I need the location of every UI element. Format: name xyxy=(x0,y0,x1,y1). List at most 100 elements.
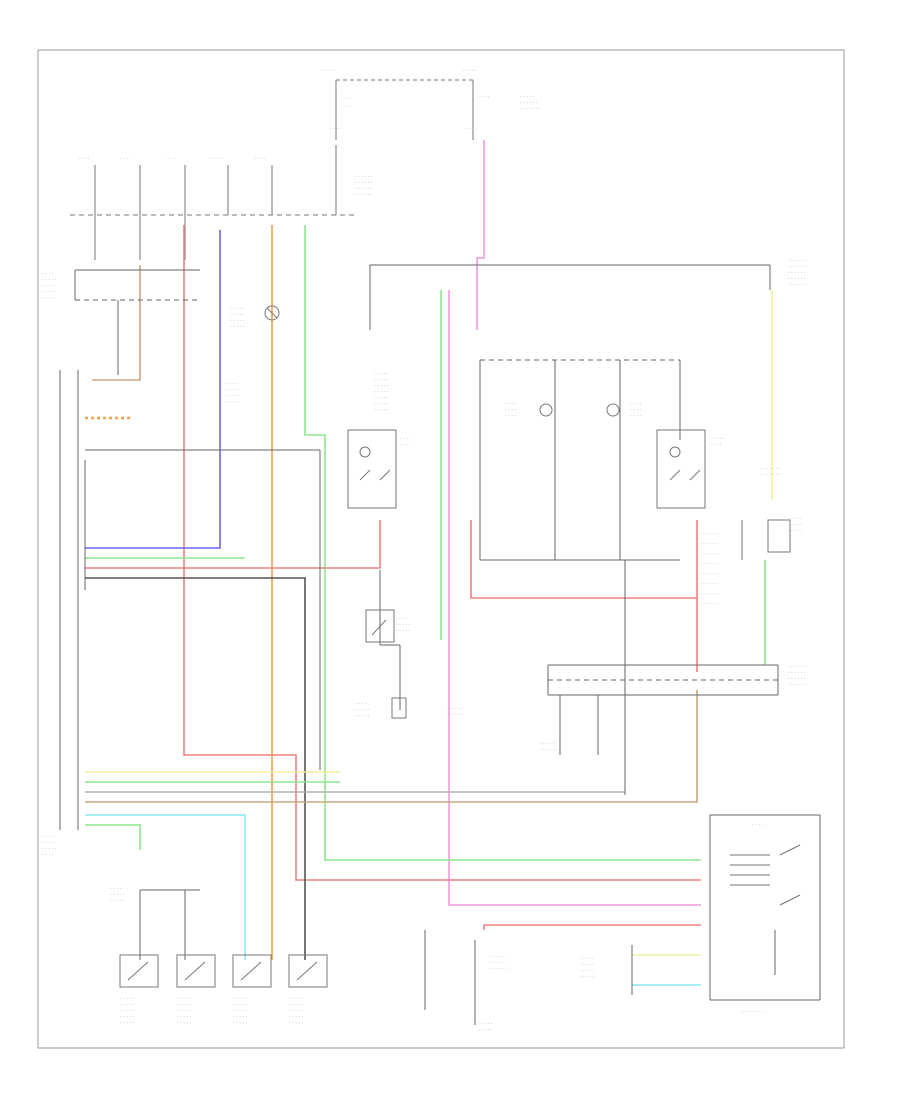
svg-text:· · · · · ·: · · · · · · xyxy=(788,282,806,288)
svg-text:· · · · ·: · · · · · xyxy=(788,516,803,522)
svg-text:· · · · · · · ·: · · · · · · · · xyxy=(740,1009,764,1015)
svg-text:· · · · ·: · · · · · xyxy=(120,996,135,1002)
svg-text:· · · · ·: · · · · · xyxy=(374,383,389,389)
svg-text:· · · · ·: · · · · · xyxy=(233,1002,248,1008)
svg-text:· · · · · · ·: · · · · · · · xyxy=(520,106,541,112)
relay-left xyxy=(347,429,397,509)
svg-text:· · · · · ·: · · · · · · xyxy=(355,180,373,186)
right-relay-small xyxy=(741,519,791,560)
svg-text:· · · ·: · · · · xyxy=(505,401,517,407)
svg-text:· · · ·: · · · · xyxy=(630,413,642,419)
diagram-frame xyxy=(37,49,845,1049)
svg-text:· · · · · ·: · · · · · · xyxy=(700,581,718,587)
svg-text:· · · · · ·: · · · · · · xyxy=(490,960,508,966)
wire-green-bus-2 xyxy=(85,824,141,850)
svg-text:· · · · ·: · · · · · xyxy=(580,962,595,968)
svg-text:· · · ·: · · · · xyxy=(400,442,412,448)
svg-text:· · · · ·: · · · · · xyxy=(289,1008,304,1014)
svg-text:· · · · ·: · · · · · xyxy=(177,1014,192,1020)
svg-text:· · · ·: · · · · xyxy=(396,616,408,622)
svg-text:· · · · ·: · · · · · xyxy=(355,713,370,719)
svg-text:· · · · ·: · · · · · xyxy=(289,1002,304,1008)
svg-text:· · · · · ·: · · · · · · xyxy=(788,682,806,688)
svg-text:· · · · ·: · · · · · xyxy=(322,68,337,74)
svg-text:· · · ·: · · · · xyxy=(42,834,54,840)
svg-text:· · · ·: · · · · xyxy=(400,436,412,442)
svg-text:· · · · ·: · · · · · xyxy=(289,996,304,1002)
svg-text:· · · ·: · · · · xyxy=(505,413,517,419)
svg-text:· · · · ·: · · · · · xyxy=(177,996,192,1002)
svg-text:· · · · · ·: · · · · · · xyxy=(490,954,508,960)
lamp-left xyxy=(264,305,280,321)
svg-text:· · · · ·: · · · · · xyxy=(374,371,389,377)
svg-text:· · · ·: · · · · xyxy=(630,407,642,413)
wire-tan-top xyxy=(92,265,141,381)
svg-text:· · · ·: · · · · xyxy=(42,271,54,277)
svg-text:· · · · · · ·: · · · · · · · xyxy=(760,466,781,472)
svg-text:· · · · ·: · · · · · xyxy=(462,68,477,74)
svg-text:· · · · ·: · · · · · xyxy=(396,628,411,634)
svg-text:· · · · ·: · · · · · xyxy=(540,741,555,747)
svg-text:· · · · ·: · · · · · xyxy=(233,996,248,1002)
svg-text:· · · · ·: · · · · · xyxy=(42,846,57,852)
svg-text:· · · · · ·: · · · · · · xyxy=(788,264,806,270)
svg-text:· · · · · ·: · · · · · · xyxy=(700,601,718,607)
svg-text:· · · · · ·: · · · · · · xyxy=(700,551,718,557)
svg-text:· · · · · ·: · · · · · · xyxy=(788,276,806,282)
svg-text:· · · · ·: · · · · · xyxy=(580,956,595,962)
svg-text:· · · · ·: · · · · · xyxy=(42,289,57,295)
svg-text:· · · · ·: · · · · · xyxy=(233,1020,248,1026)
svg-text:· · · · · ·: · · · · · · xyxy=(700,571,718,577)
svg-text:· · · · ·: · · · · · xyxy=(230,324,245,330)
wire-black-horizontal xyxy=(85,577,306,960)
svg-text:· · · · · ·: · · · · · · xyxy=(788,670,806,676)
svg-text:· · · · · ·: · · · · · · xyxy=(788,664,806,670)
svg-text:· · · · ·: · · · · · xyxy=(42,277,57,283)
svg-text:· · · · · · ·: · · · · · · · xyxy=(760,472,781,478)
svg-text:· · · · ·: · · · · · xyxy=(226,387,241,393)
svg-text:· · · · ·: · · · · · xyxy=(177,1008,192,1014)
svg-text:· · · ·: · · · · xyxy=(165,156,177,162)
wire-red-bottom xyxy=(483,924,701,930)
wire-pink-lower xyxy=(448,290,701,906)
svg-text:· · · · ·: · · · · · xyxy=(177,1002,192,1008)
lamp-mid xyxy=(539,403,620,417)
svg-text:· · · ·: · · · · xyxy=(355,701,367,707)
structural-lines xyxy=(59,264,821,1025)
svg-text:· · · · · ·: · · · · · · xyxy=(520,100,538,106)
relay-right xyxy=(656,429,706,509)
svg-text:· · · · ·: · · · · · xyxy=(478,1027,493,1033)
svg-text:· · · · ·: · · · · · xyxy=(289,1014,304,1020)
door-switches xyxy=(119,954,328,988)
svg-text:· · · · ·: · · · · · xyxy=(355,707,370,713)
svg-text:· · · · · ·: · · · · · · xyxy=(788,258,806,264)
svg-text:· · · ·: · · · · xyxy=(255,156,267,162)
svg-text:· · · · ·: · · · · · xyxy=(478,1021,493,1027)
svg-text:· · · · ·: · · · · · xyxy=(42,283,57,289)
svg-text:· · ·: · · · xyxy=(342,96,350,102)
ignition-switch-box xyxy=(730,844,801,906)
svg-text:· · ·: · · · xyxy=(342,104,350,110)
svg-text:· · · ·: · · · · xyxy=(710,442,722,448)
svg-text:· · · · ·: · · · · · xyxy=(42,840,57,846)
svg-text:· · · · · ·: · · · · · · xyxy=(540,747,558,753)
svg-text:· · · ·: · · · · xyxy=(42,295,54,301)
wire-pink-main xyxy=(476,140,485,330)
switch-lower-mid xyxy=(365,609,407,719)
svg-text:· · · · ·: · · · · · xyxy=(120,1014,135,1020)
svg-text:· · · ·: · · · · xyxy=(78,156,90,162)
svg-text:· · · · ·: · · · · · xyxy=(374,389,389,395)
svg-text:· · · · · ·: · · · · · · xyxy=(700,531,718,537)
svg-text:· · · · ·: · · · · · xyxy=(374,401,389,407)
svg-text:· · · · ·: · · · · · xyxy=(233,1014,248,1020)
svg-text:· · · · ·: · · · · · xyxy=(580,968,595,974)
svg-text:· · · · ·: · · · · · xyxy=(120,1020,135,1026)
svg-text:· · · ·: · · · · xyxy=(210,156,222,162)
svg-text:· · · ·: · · · · xyxy=(110,886,122,892)
svg-text:· · · · ·: · · · · · xyxy=(177,1020,192,1026)
wire-cyan-bus xyxy=(85,814,246,960)
svg-text:· · · · ·: · · · · · xyxy=(788,522,803,528)
component-labels: · · · · · · · · · · · · · · · · · · · · … xyxy=(42,258,806,1033)
svg-text:· · · · ·: · · · · · xyxy=(580,974,595,980)
